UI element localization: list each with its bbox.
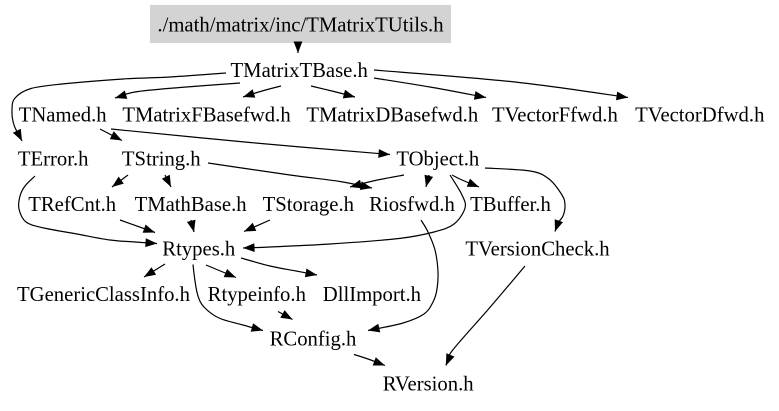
svg-text:Riosfwd.h: Riosfwd.h: [369, 194, 455, 216]
svg-text:TMathBase.h: TMathBase.h: [135, 194, 248, 216]
svg-text:TObject.h: TObject.h: [396, 148, 480, 170]
svg-text:TRefCnt.h: TRefCnt.h: [28, 194, 117, 216]
svg-text:TString.h: TString.h: [122, 148, 201, 170]
svg-text:TMatrixFBasefwd.h: TMatrixFBasefwd.h: [122, 104, 291, 126]
svg-text:Rtypes.h: Rtypes.h: [162, 239, 236, 261]
svg-text:TError.h: TError.h: [18, 148, 89, 170]
svg-text:TVersionCheck.h: TVersionCheck.h: [465, 239, 610, 261]
svg-text:./math/matrix/inc/TMatrixTUtil: ./math/matrix/inc/TMatrixTUtils.h: [157, 15, 444, 37]
svg-text:TVectorFfwd.h: TVectorFfwd.h: [492, 104, 618, 126]
svg-text:TNamed.h: TNamed.h: [19, 104, 108, 126]
svg-text:TStorage.h: TStorage.h: [263, 194, 355, 216]
svg-text:TVectorDfwd.h: TVectorDfwd.h: [635, 104, 765, 126]
svg-text:TMatrixTBase.h: TMatrixTBase.h: [231, 60, 369, 82]
svg-text:TGenericClassInfo.h: TGenericClassInfo.h: [17, 284, 191, 306]
svg-text:TMatrixDBasefwd.h: TMatrixDBasefwd.h: [306, 104, 478, 126]
svg-text:Rtypeinfo.h: Rtypeinfo.h: [208, 284, 307, 306]
svg-text:DllImport.h: DllImport.h: [323, 284, 422, 306]
svg-text:RConfig.h: RConfig.h: [270, 328, 357, 350]
svg-text:TBuffer.h: TBuffer.h: [470, 194, 551, 216]
svg-text:RVersion.h: RVersion.h: [383, 373, 475, 395]
